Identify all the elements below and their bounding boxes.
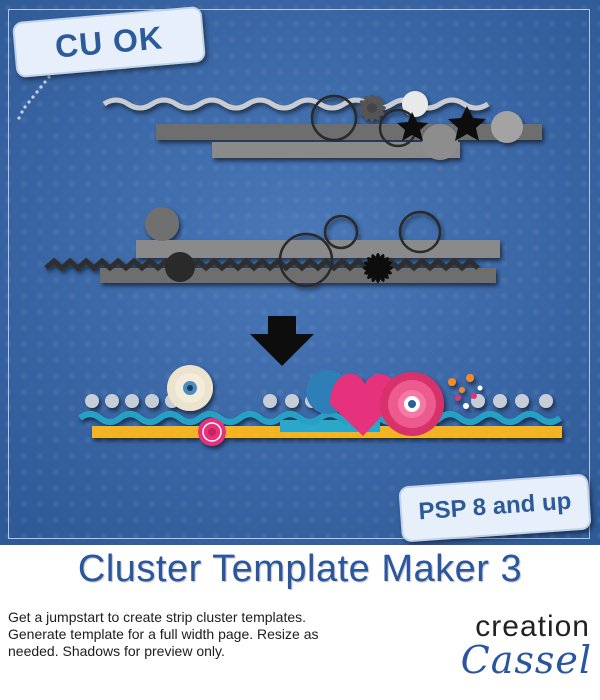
decorated-cluster-example: [78, 365, 562, 446]
product-description: Get a jumpstart to create strip cluster …: [8, 609, 319, 659]
bead-string-decoration: [17, 70, 54, 120]
preview-artwork: [0, 0, 600, 545]
product-preview-image: CU OK PSP 8 and up: [0, 0, 600, 545]
preview-frame: [8, 9, 590, 539]
product-title: Cluster Template Maker 3: [77, 548, 523, 590]
down-arrow-icon: [250, 316, 314, 366]
brand-name-line-1: creation: [475, 610, 590, 643]
psp-version-label: PSP 8 and up: [417, 487, 573, 526]
template-cluster-2: [44, 207, 500, 288]
brand-name-line-2: Cassel: [460, 638, 592, 682]
template-cluster-1: [102, 91, 542, 160]
cu-ok-label: CU OK: [53, 19, 165, 65]
